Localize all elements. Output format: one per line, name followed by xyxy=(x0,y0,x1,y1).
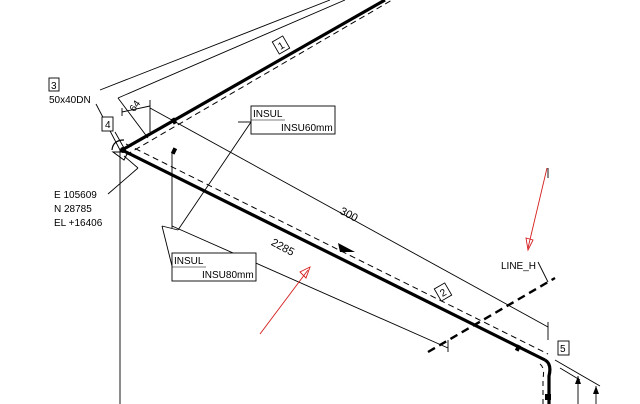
callout-4-label: 4 xyxy=(105,120,111,131)
coordinate-elevation: EL +16406 xyxy=(54,218,103,229)
dimension-line-upper xyxy=(99,0,346,139)
callout-5: 5 xyxy=(557,340,570,356)
callout-2-label: 2 xyxy=(438,287,449,300)
dimension-2285: 2285 xyxy=(171,152,449,352)
dimension-64: 64 xyxy=(121,98,151,132)
red-annotation-arrow-upper xyxy=(525,167,548,252)
callout-1-label: 1 xyxy=(276,40,287,53)
coordinate-north: N 28785 xyxy=(54,204,92,215)
red-annotation-arrow-lower xyxy=(259,266,311,335)
flow-direction-arrow xyxy=(338,243,355,252)
leader-lines xyxy=(95,103,139,404)
anchor-support-symbol xyxy=(111,139,129,161)
node-coordinates: E 105609 N 28785 EL +16406 xyxy=(54,190,103,229)
dimension-2285-label: 2285 xyxy=(269,237,296,259)
callout-4: 4 xyxy=(101,116,114,132)
insul-box-upper: INSUL INSU60mm xyxy=(250,105,336,135)
dimension-300: 300 xyxy=(149,107,549,340)
pipe-elbow-down xyxy=(539,358,552,404)
line-label-leader xyxy=(537,261,549,283)
coordinate-east: E 105609 xyxy=(54,190,97,201)
insul-box-upper-line2: INSU60mm xyxy=(281,123,333,134)
break-lines xyxy=(427,276,556,354)
insul-box-lower: INSUL INSU80mm xyxy=(171,252,257,282)
callout-5-label: 5 xyxy=(560,344,566,355)
dimension-64-label: 64 xyxy=(128,98,144,114)
insul-leaders xyxy=(161,121,252,267)
callout-3: 3 xyxy=(48,77,60,92)
pipe-main-run xyxy=(121,143,549,362)
callout-2: 2 xyxy=(433,282,453,302)
pipe-spec-label: 50x40DN xyxy=(49,95,91,106)
insul-box-lower-line1: INSUL xyxy=(174,256,204,267)
callout-3-label: 3 xyxy=(51,81,57,92)
insul-box-lower-line2: INSU80mm xyxy=(202,270,254,281)
insul-box-upper-line1: INSUL xyxy=(253,109,283,120)
dimension-bottom-right xyxy=(547,168,601,404)
callout-1: 1 xyxy=(271,35,291,55)
pipe-upper-run xyxy=(121,0,393,156)
line-label: LINE_H xyxy=(501,261,536,272)
